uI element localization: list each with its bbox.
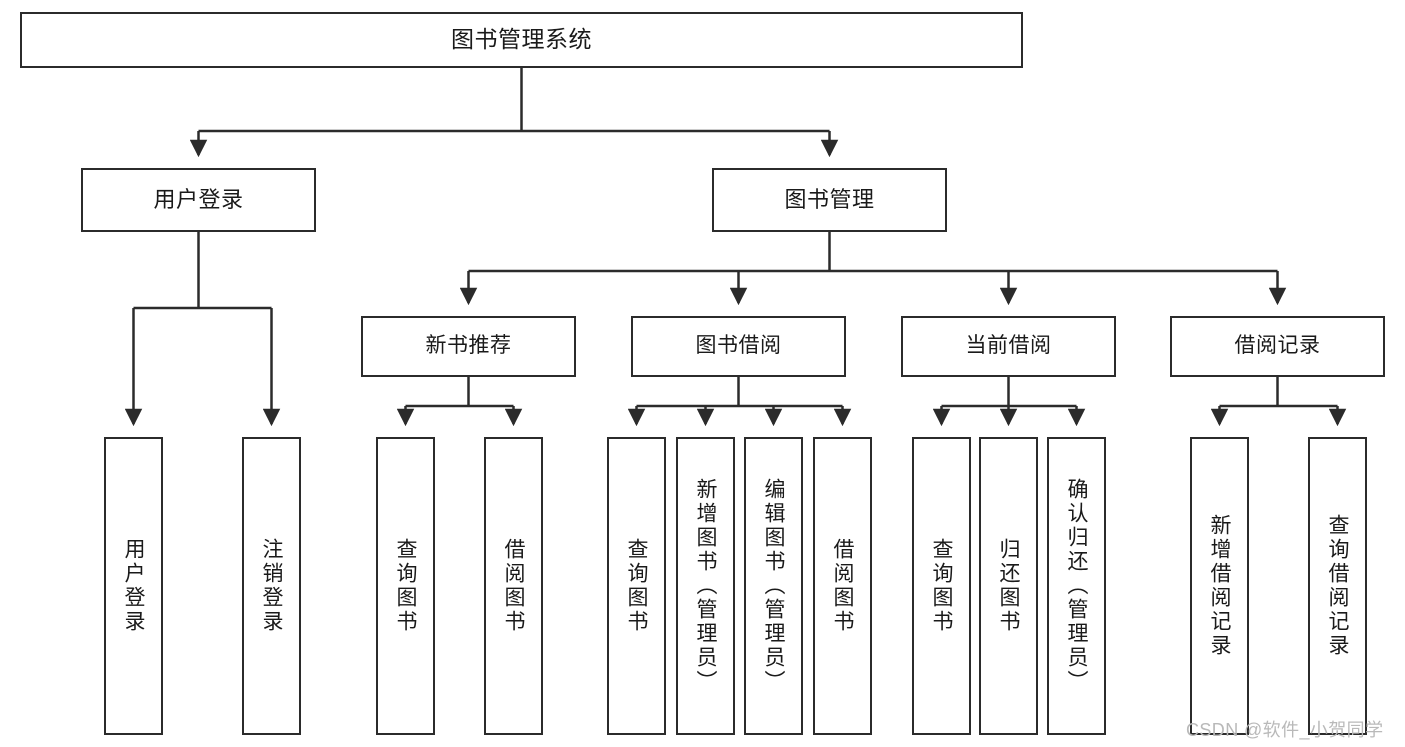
node-book-manage-label: 图书管理 bbox=[784, 187, 875, 213]
leaf-query-book-3[interactable]: 查询图书 bbox=[912, 437, 971, 735]
leaf-query-book-2-label: 查询图书 bbox=[625, 538, 648, 634]
node-current-borrow[interactable]: 当前借阅 bbox=[901, 316, 1116, 377]
leaf-add-book[interactable]: 新增图书（管理员） bbox=[676, 437, 735, 735]
leaf-borrow-book-2[interactable]: 借阅图书 bbox=[813, 437, 872, 735]
leaf-query-book-3-label: 查询图书 bbox=[930, 538, 953, 634]
leaf-return-book-label: 归还图书 bbox=[997, 538, 1020, 634]
leaf-edit-book-label: 编辑图书（管理员） bbox=[762, 478, 785, 694]
leaf-logout-label: 注销登录 bbox=[260, 538, 283, 634]
leaf-query-book-1-label: 查询图书 bbox=[394, 538, 417, 634]
node-borrow-record[interactable]: 借阅记录 bbox=[1170, 316, 1385, 377]
leaf-return-book[interactable]: 归还图书 bbox=[979, 437, 1038, 735]
leaf-add-record[interactable]: 新增借阅记录 bbox=[1190, 437, 1249, 735]
leaf-borrow-book-2-label: 借阅图书 bbox=[831, 538, 854, 634]
node-user-login[interactable]: 用户登录 bbox=[81, 168, 316, 232]
leaf-user-login-label: 用户登录 bbox=[122, 538, 145, 634]
leaf-confirm-return[interactable]: 确认归还（管理员） bbox=[1047, 437, 1106, 735]
node-book-borrow-label: 图书借阅 bbox=[695, 334, 782, 358]
leaf-query-record-label: 查询借阅记录 bbox=[1326, 514, 1349, 658]
leaf-user-login[interactable]: 用户登录 bbox=[104, 437, 163, 735]
leaf-add-book-label: 新增图书（管理员） bbox=[694, 478, 717, 694]
leaf-borrow-book-1[interactable]: 借阅图书 bbox=[484, 437, 543, 735]
node-current-borrow-label: 当前借阅 bbox=[965, 334, 1052, 358]
node-user-login-label: 用户登录 bbox=[153, 187, 244, 213]
leaf-edit-book[interactable]: 编辑图书（管理员） bbox=[744, 437, 803, 735]
node-book-borrow[interactable]: 图书借阅 bbox=[631, 316, 846, 377]
node-root-label: 图书管理系统 bbox=[451, 26, 592, 53]
leaf-query-record[interactable]: 查询借阅记录 bbox=[1308, 437, 1367, 735]
leaf-query-book-2[interactable]: 查询图书 bbox=[607, 437, 666, 735]
node-borrow-record-label: 借阅记录 bbox=[1234, 334, 1321, 358]
leaf-borrow-book-1-label: 借阅图书 bbox=[502, 538, 525, 634]
node-book-manage[interactable]: 图书管理 bbox=[712, 168, 947, 232]
leaf-confirm-return-label: 确认归还（管理员） bbox=[1065, 478, 1088, 694]
node-root[interactable]: 图书管理系统 bbox=[20, 12, 1023, 68]
leaf-logout[interactable]: 注销登录 bbox=[242, 437, 301, 735]
node-new-book-recommend-label: 新书推荐 bbox=[425, 334, 512, 358]
node-new-book-recommend[interactable]: 新书推荐 bbox=[361, 316, 576, 377]
leaf-query-book-1[interactable]: 查询图书 bbox=[376, 437, 435, 735]
leaf-add-record-label: 新增借阅记录 bbox=[1208, 514, 1231, 658]
